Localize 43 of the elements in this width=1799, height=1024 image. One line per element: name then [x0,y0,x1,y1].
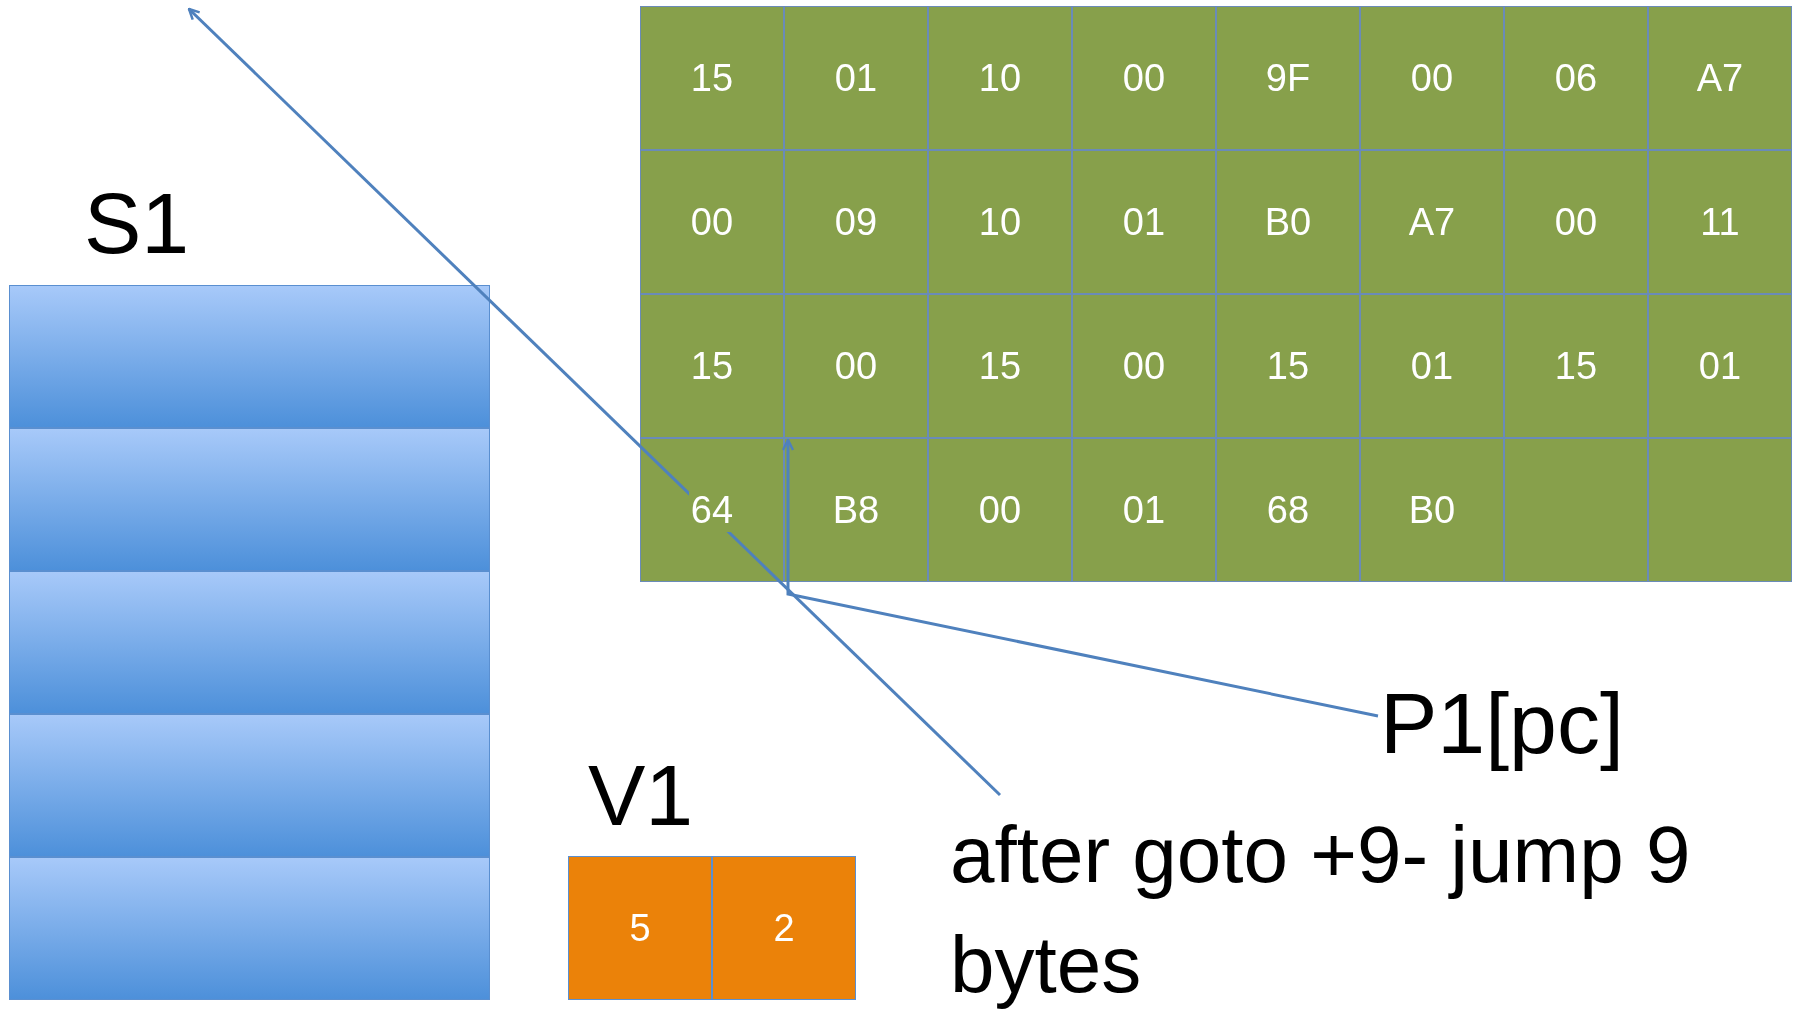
stack-slot [9,571,490,714]
arrow [781,438,1379,718]
byte-cell: 11 [1648,150,1792,294]
byte-cell: 00 [928,438,1072,582]
byte-cell: B0 [1216,150,1360,294]
byte-cell: 15 [1504,294,1648,438]
stack-slot [9,285,490,428]
byte-cell: 15 [640,294,784,438]
byte-cell: 10 [928,150,1072,294]
stack-slot [9,857,490,1000]
note-text: after goto +9- jump 9 bytes [950,795,1710,1024]
byte-cell: 15 [640,6,784,150]
byte-cell: 01 [1072,150,1216,294]
byte-cell: A7 [1360,150,1504,294]
stack-slot [9,428,490,571]
byte-cell: 9F [1216,6,1360,150]
heading-text: V1 [588,752,694,838]
heading-text: S1 [84,180,190,266]
byte-cell: B8 [784,438,928,582]
arrow [187,7,1002,797]
byte-cell: 00 [1072,6,1216,150]
byte-cell: 01 [1648,294,1792,438]
variable-cell: 5 [568,856,712,1000]
byte-cell: 10 [928,6,1072,150]
byte-cell: 01 [1360,294,1504,438]
variable-cell: 2 [712,856,856,1000]
byte-cell: 64 [640,438,784,582]
byte-cell: 09 [784,150,928,294]
pointer-label: P1[pc] [1380,680,1630,770]
byte-cell: 00 [1072,294,1216,438]
byte-cell: 06 [1504,6,1648,150]
byte-cell: A7 [1648,6,1792,150]
byte-cell: 01 [784,6,928,150]
byte-cell: 00 [640,150,784,294]
byte-cell: 68 [1216,438,1360,582]
byte-cell: 15 [928,294,1072,438]
byte-cell: 00 [1360,6,1504,150]
byte-cell: 01 [1072,438,1216,582]
byte-cell: B0 [1360,438,1504,582]
byte-cell: 00 [1504,150,1648,294]
byte-cell: 15 [1216,294,1360,438]
stack-slot [9,714,490,857]
byte-cell: 00 [784,294,928,438]
